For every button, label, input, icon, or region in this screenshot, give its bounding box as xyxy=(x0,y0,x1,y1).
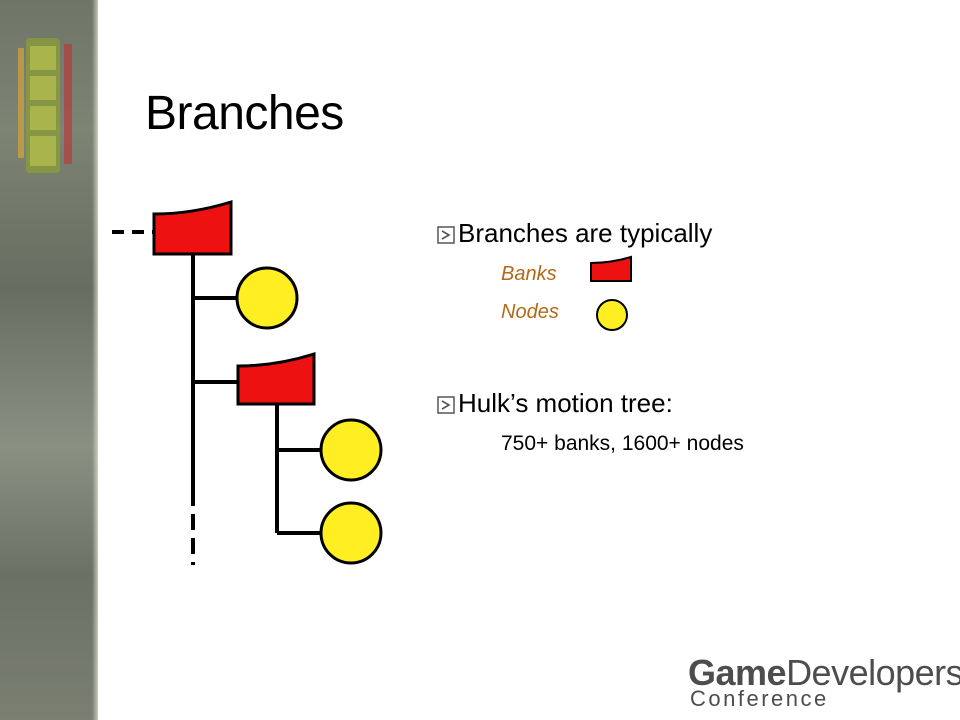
root-bank-flag xyxy=(152,199,233,256)
bullet-arrow-icon xyxy=(437,396,455,414)
hulk-game-logo xyxy=(14,18,80,188)
gdc-logo-light: Developers xyxy=(786,652,960,693)
bullet-arrow-icon xyxy=(437,226,455,244)
slide-title: Branches xyxy=(145,87,344,140)
node-circle-3 xyxy=(319,501,383,565)
child-bank-flag xyxy=(236,351,316,406)
motion-tree-stats: 750+ banks, 1600+ nodes xyxy=(501,432,744,455)
strip-edge xyxy=(92,0,98,720)
subitem-nodes-label: Nodes xyxy=(501,301,559,323)
decorative-side-strip xyxy=(0,0,98,720)
gdc-logo-main: GameDevelopers xyxy=(688,652,960,694)
gdc-logo-bold: Game xyxy=(688,652,787,693)
node-circle-2 xyxy=(319,418,383,482)
bullet-text-branches: Branches are typically xyxy=(458,218,713,248)
subitem-banks-label: Banks xyxy=(501,263,557,285)
gdc-logo-sub: Conference xyxy=(690,686,829,711)
node-circle-1 xyxy=(235,266,299,330)
gdc-logo: GameDevelopers Conference xyxy=(688,652,960,712)
bullet-text-motion-tree: Hulk’s motion tree: xyxy=(458,388,673,418)
node-legend-icon xyxy=(596,299,628,331)
bank-legend-icon xyxy=(590,255,632,282)
